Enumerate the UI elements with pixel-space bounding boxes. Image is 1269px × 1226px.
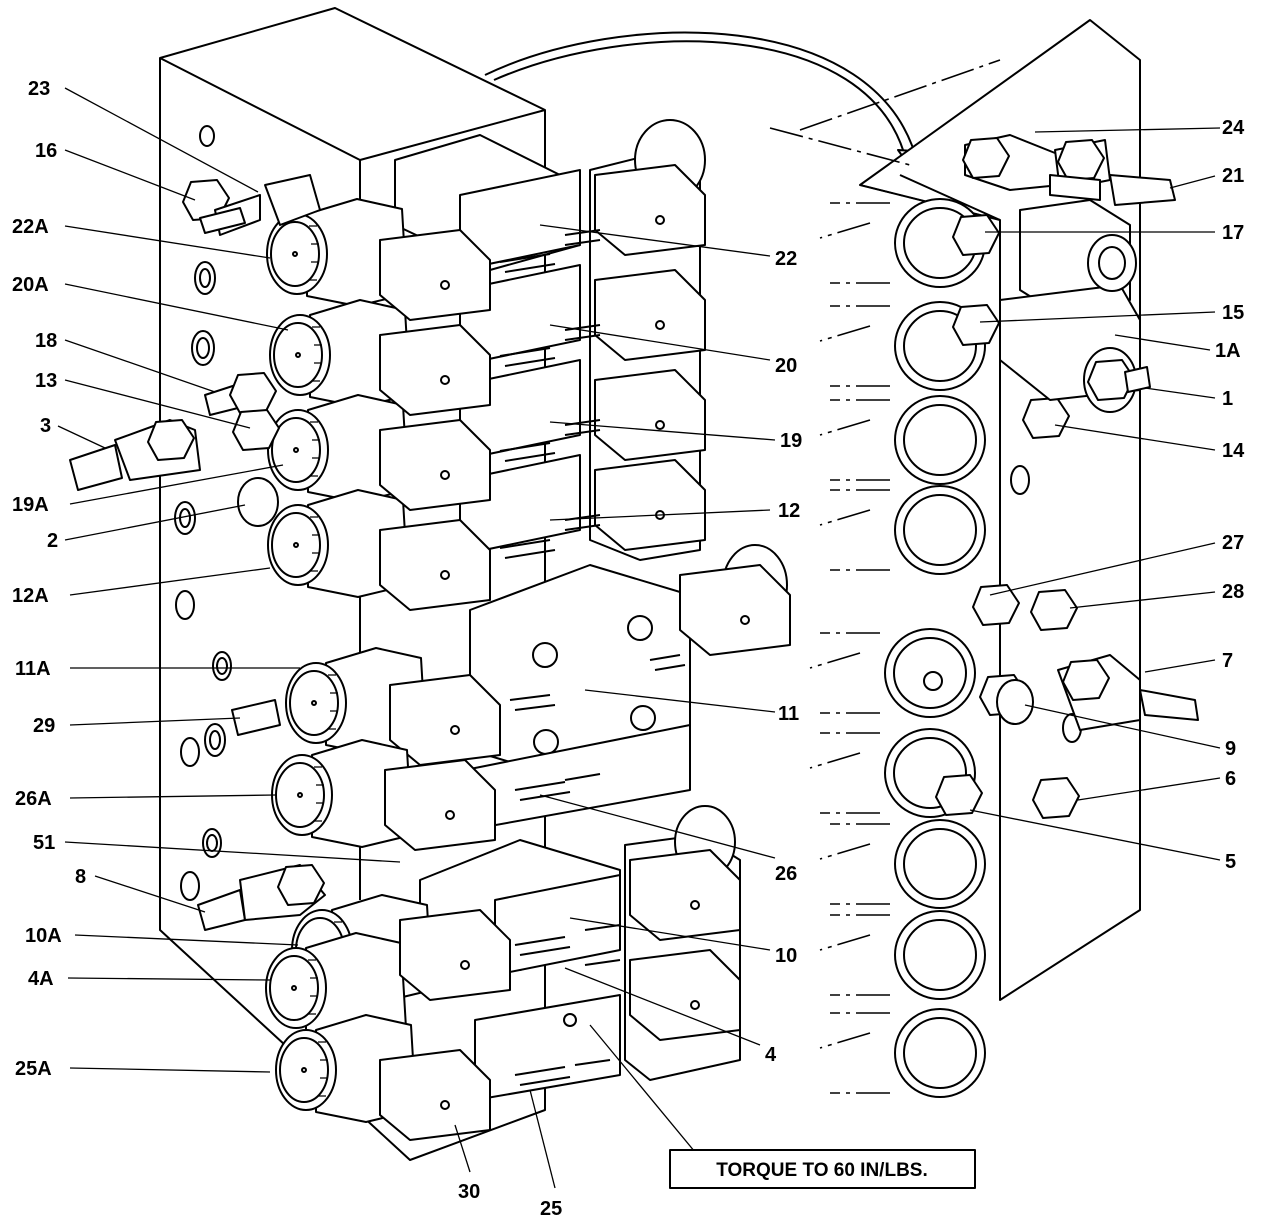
callout-14: 14 (1222, 440, 1245, 462)
callout-16: 16 (35, 140, 57, 162)
callout-25: 25 (540, 1198, 562, 1220)
leader-lines (57, 87, 1221, 1189)
callout-27: 27 (1222, 532, 1244, 554)
fitting-16-23 (182, 174, 321, 236)
callout-1A: 1A (1215, 340, 1241, 362)
callout-9: 9 (1225, 738, 1236, 760)
callout-11A: 11A (15, 658, 51, 680)
callout-25A: 25A (15, 1058, 52, 1080)
fitting-8 (197, 864, 326, 931)
callout-28: 28 (1222, 581, 1244, 603)
callout-11: 11 (778, 703, 799, 725)
callout-22A: 22A (12, 216, 49, 238)
callout-26A: 26A (15, 788, 52, 810)
fitting-18 (204, 372, 277, 416)
callout-8: 8 (75, 866, 86, 888)
callout-29: 29 (33, 715, 55, 737)
callout-23: 23 (28, 78, 50, 100)
callout-18: 18 (35, 330, 57, 352)
fitting-29 (231, 699, 281, 736)
callout-17: 17 (1222, 222, 1244, 244)
callout-6: 6 (1225, 768, 1236, 790)
callout-24: 24 (1222, 117, 1245, 139)
callout-19A: 19A (12, 494, 49, 516)
callout-12: 12 (778, 500, 800, 522)
plug-2 (237, 477, 279, 527)
callout-1: 1 (1222, 388, 1233, 410)
torque-note-text: TORQUE TO 60 IN/LBS. (716, 1160, 928, 1181)
callout-19: 19 (780, 430, 802, 452)
callout-3: 3 (40, 415, 51, 437)
valve-stack-left (69, 119, 791, 1141)
callout-20: 20 (775, 355, 797, 377)
rotation-arrow (484, 31, 931, 179)
callout-22: 22 (775, 248, 797, 270)
callout-26: 26 (775, 863, 797, 885)
callout-7: 7 (1222, 650, 1233, 672)
callout-10: 10 (775, 945, 797, 967)
callout-4: 4 (765, 1044, 777, 1066)
fitting-13 (232, 409, 280, 451)
torque-note: TORQUE TO 60 IN/LBS. (669, 1149, 976, 1189)
callout-12A: 12A (12, 585, 49, 607)
callout-2: 2 (47, 530, 58, 552)
callout-30: 30 (458, 1181, 480, 1203)
callout-20A: 20A (12, 274, 49, 296)
callout-21: 21 (1222, 165, 1244, 187)
fitting-3 (69, 419, 201, 491)
right-manifold (769, 19, 1199, 1098)
callout-5: 5 (1225, 851, 1236, 873)
callout-51: 51 (33, 832, 55, 854)
callout-labels: 23 16 22A 20A 18 13 3 19A 2 12A 11A 29 2… (12, 78, 1245, 1220)
callout-15: 15 (1222, 302, 1244, 324)
callout-13: 13 (35, 370, 57, 392)
callout-4A: 4A (28, 968, 54, 990)
callout-10A: 10A (25, 925, 62, 947)
